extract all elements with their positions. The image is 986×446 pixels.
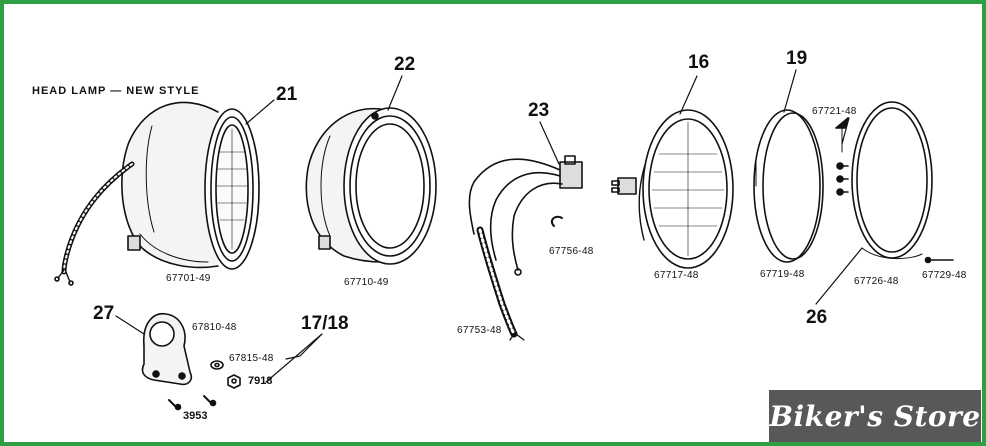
ref-26: 26 bbox=[806, 307, 828, 328]
retaining-ring-drawing bbox=[753, 109, 824, 263]
sealed-beam-drawing bbox=[611, 109, 734, 269]
small-hardware-drawing bbox=[168, 360, 241, 411]
exploded-parts-drawing bbox=[54, 69, 954, 411]
ref-19: 19 bbox=[786, 48, 808, 69]
watermark-badge: Biker's Store bbox=[769, 390, 981, 442]
trim-ring-drawing bbox=[851, 101, 933, 260]
part-number-67710-49: 67710-49 bbox=[344, 277, 389, 288]
trim-ring-screw-drawing bbox=[924, 256, 954, 264]
ref-17-18: 17/18 bbox=[301, 313, 349, 334]
ref-21: 21 bbox=[276, 84, 298, 105]
part-number-67717-48: 67717-48 bbox=[654, 270, 699, 281]
watermark-text: Biker's Store bbox=[769, 399, 981, 433]
diagram-title: HEAD LAMP — NEW STYLE bbox=[32, 85, 200, 97]
part-number-67701-49: 67701-49 bbox=[166, 273, 211, 284]
retaining-ring-screws-drawing bbox=[835, 117, 849, 196]
part-number-67810-48: 67810-48 bbox=[192, 322, 237, 333]
part-number-67721-48: 67721-48 bbox=[812, 106, 857, 117]
ref-16: 16 bbox=[688, 52, 710, 73]
part-number-67756-48: 67756-48 bbox=[549, 246, 594, 257]
part-number-7918: 7918 bbox=[248, 375, 273, 387]
part-number-3953: 3953 bbox=[183, 410, 208, 422]
part-number-67726-48: 67726-48 bbox=[854, 276, 899, 287]
leader-lines bbox=[115, 69, 863, 383]
bracket-drawing bbox=[141, 313, 193, 386]
lamp-body-drawing bbox=[305, 107, 437, 265]
part-number-67729-48: 67729-48 bbox=[922, 270, 967, 281]
head-lamp-assembly-drawing bbox=[54, 101, 260, 286]
ref-23: 23 bbox=[528, 100, 550, 121]
ref-22: 22 bbox=[394, 54, 416, 75]
part-number-67815-48: 67815-48 bbox=[229, 353, 274, 364]
wiring-harness-drawing bbox=[468, 155, 583, 341]
ref-27: 27 bbox=[93, 303, 115, 324]
part-number-67719-48: 67719-48 bbox=[760, 269, 805, 280]
part-number-67753-48: 67753-48 bbox=[457, 325, 502, 336]
